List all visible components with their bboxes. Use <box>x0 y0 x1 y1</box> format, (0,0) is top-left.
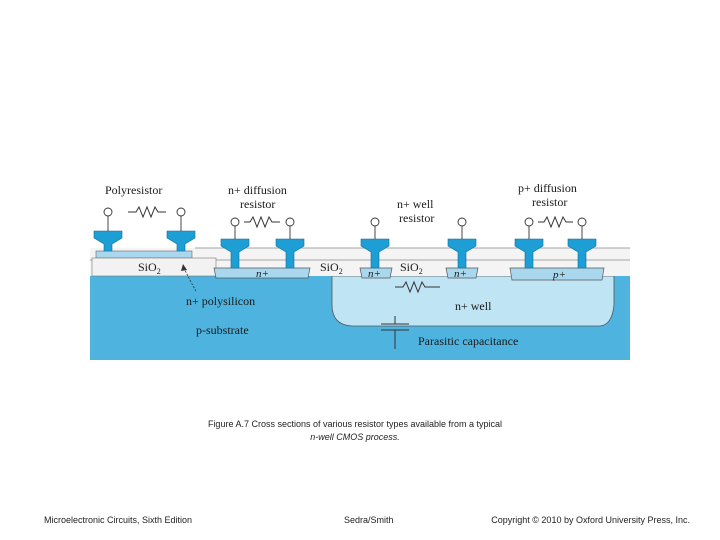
label-p-substrate: p-substrate <box>196 323 249 337</box>
footer-book-title: Microelectronic Circuits, Sixth Edition <box>44 515 193 525</box>
label-n-well-resistor-2: resistor <box>399 211 434 225</box>
label-n-well-resistor-1: n+ well <box>397 197 434 211</box>
polysilicon-body <box>95 250 193 259</box>
label-n-plus-1: n+ <box>256 268 269 280</box>
n-well-region <box>331 275 615 327</box>
footer-copyright: Copyright © 2010 by Oxford University Pr… <box>491 515 690 525</box>
terminal <box>577 217 587 239</box>
metal-contact <box>447 238 477 269</box>
label-p-plus: p+ <box>552 269 566 281</box>
poly-field-oxide <box>91 257 217 277</box>
label-sio2-mid-1: SiO2 <box>320 260 343 276</box>
label-n-polysilicon: n+ polysilicon <box>186 294 255 308</box>
footer-authors: Sedra/Smith <box>344 515 394 525</box>
metal-contact <box>360 238 390 269</box>
capacitor-symbol <box>381 316 409 349</box>
caption-line-1: Figure A.7 Cross sections of various res… <box>207 419 503 429</box>
terminal <box>370 217 380 239</box>
metal-contact <box>275 238 305 269</box>
terminal <box>285 217 295 239</box>
terminal <box>524 217 534 239</box>
label-n-well: n+ well <box>455 299 492 313</box>
label-polyresistor: Polyresistor <box>105 183 162 197</box>
polysilicon-pointer-head <box>181 264 187 271</box>
terminal <box>457 217 467 239</box>
label-sio2-mid-2: SiO2 <box>400 260 423 276</box>
resistor-symbol <box>244 215 280 229</box>
terminal <box>230 217 240 239</box>
label-n-plus-2: n+ <box>368 268 381 280</box>
polysilicon-pointer-arrow <box>183 267 197 292</box>
label-n-diffusion-2: resistor <box>240 197 275 211</box>
n-well-contact-1 <box>359 267 393 279</box>
label-sio2-left: SiO2 <box>138 260 161 276</box>
resistor-symbol <box>128 205 166 219</box>
label-n-plus-3: n+ <box>454 268 467 280</box>
label-parasitic-capacitance: Parasitic capacitance <box>418 334 518 348</box>
metal-contact <box>93 230 123 252</box>
label-p-diffusion-1: p+ diffusion <box>518 181 577 195</box>
label-n-diffusion-1: n+ diffusion <box>228 183 287 197</box>
figure-caption: Figure A.7 Cross sections of various res… <box>150 418 560 444</box>
n-diffusion-region <box>213 267 311 279</box>
terminal <box>176 207 186 231</box>
metal-contact <box>514 238 544 269</box>
n-well-contact-2 <box>445 267 479 279</box>
label-p-diffusion-2: resistor <box>532 195 567 209</box>
metal-contact <box>166 230 196 252</box>
resistor-symbol <box>538 215 573 229</box>
terminal <box>103 207 113 231</box>
caption-line-2: n-well CMOS process. <box>310 432 400 442</box>
resistor-symbol <box>395 280 440 294</box>
p-diffusion-region <box>509 267 605 281</box>
metal-contact <box>220 238 250 269</box>
metal-contact <box>567 238 597 269</box>
